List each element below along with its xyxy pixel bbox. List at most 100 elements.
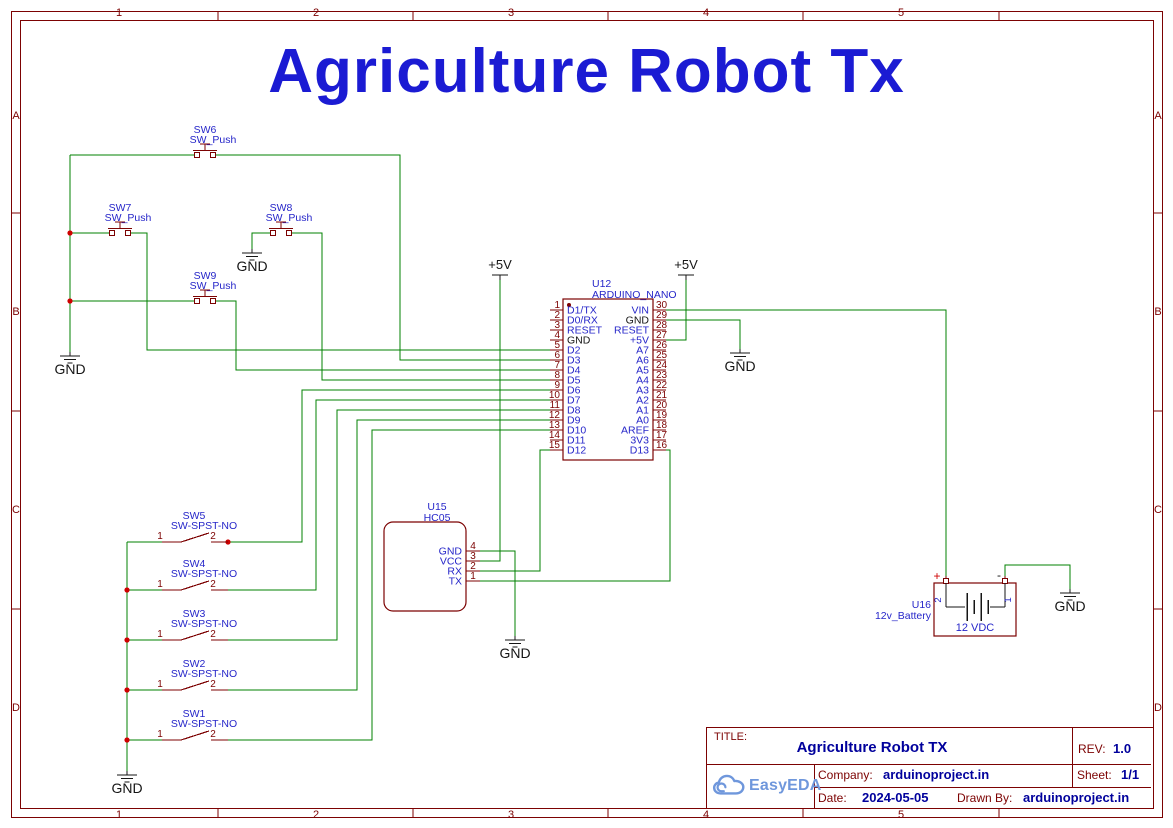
push-switch-contact — [286, 230, 292, 236]
pin-number: 22 — [656, 380, 668, 391]
wire — [666, 309, 947, 576]
sheet-grid-label: A — [1154, 110, 1162, 122]
pin-name: A7 — [636, 345, 649, 357]
sheet-grid-label: D — [12, 702, 20, 714]
date-value: 2024-05-05 — [862, 790, 929, 805]
easyeda-logo-text: EasyEDA — [749, 777, 822, 794]
pin-name: RESET — [614, 325, 650, 337]
title-block: TITLE: Agriculture Robot TX REV: 1.0 Com… — [706, 727, 1154, 809]
component-ref: SW6 — [194, 124, 217, 136]
component-value: SW-SPST-NO — [171, 618, 237, 630]
wire — [228, 429, 550, 741]
pin-name: D11 — [567, 435, 586, 447]
pin-number: 28 — [656, 320, 668, 331]
pin-number: 6 — [554, 350, 560, 361]
battery-rating: 12 VDC — [956, 622, 995, 634]
battery-minus-sign: - — [997, 568, 1001, 582]
pin-name: A5 — [636, 365, 649, 377]
pin-name: D8 — [567, 405, 581, 417]
title-value: Agriculture Robot TX — [796, 739, 948, 756]
pin-name: A3 — [636, 385, 649, 397]
pin-number: 12 — [549, 410, 561, 421]
pin-number: 2 — [554, 310, 560, 321]
wire — [480, 280, 501, 562]
spst-switch-blade — [180, 630, 210, 641]
title-label: TITLE: — [714, 731, 748, 743]
sheet-border-outer — [11, 11, 1163, 818]
drawn-by-value: arduinoproject.in — [1023, 790, 1130, 805]
sheet-grid-label: 3 — [507, 809, 515, 821]
battery-plus-sign: + — [933, 569, 940, 583]
spst-switch-blade — [180, 532, 210, 543]
pin-number: 2 — [210, 679, 216, 690]
sheet-grid-label: D — [1154, 702, 1162, 714]
sheet-grid-label: 1 — [115, 7, 123, 19]
component-ref: SW7 — [109, 202, 132, 214]
sheet-grid-label: A — [12, 110, 20, 122]
pin-number: 1 — [157, 729, 163, 740]
pin1-marker — [567, 303, 571, 307]
sheet-grid-label: 1 — [115, 809, 123, 821]
battery-pin-pad — [1002, 578, 1008, 584]
component-value: SW_Push — [190, 280, 237, 292]
gnd-label: GND — [724, 358, 755, 374]
arduino-symbol — [562, 298, 654, 461]
spst-switch-blade — [180, 580, 210, 591]
sheet-grid-label: C — [12, 504, 20, 516]
component-value: SW-SPST-NO — [171, 668, 237, 680]
wire — [480, 449, 671, 582]
pin-name: AREF — [621, 425, 649, 437]
pin-number: 18 — [656, 420, 668, 431]
junction-dot — [124, 737, 130, 743]
rev-value: 1.0 — [1113, 741, 1132, 756]
wire — [213, 154, 550, 361]
pin-name: D9 — [567, 415, 581, 427]
pin-name: TX — [449, 576, 462, 588]
pin-number: 11 — [550, 400, 561, 411]
pin-name: D10 — [567, 425, 586, 437]
wire — [213, 300, 550, 371]
pin-number: 4 — [554, 330, 560, 341]
sheet-grid-label: B — [1154, 306, 1162, 318]
junction-dot — [124, 637, 130, 643]
component-ref: SW4 — [183, 558, 206, 570]
pin-number: 1 — [157, 679, 163, 690]
gnd-label: GND — [54, 361, 85, 377]
pin-number: 1 — [157, 531, 163, 542]
component-ref: SW5 — [183, 510, 206, 522]
pin-number: 9 — [554, 380, 560, 391]
sheet-label: Sheet: — [1077, 768, 1112, 782]
company-value: arduinoproject.in — [883, 767, 990, 782]
pin-number: 2 — [210, 579, 216, 590]
pin-number: 20 — [656, 400, 668, 411]
pin-name: 3V3 — [630, 435, 649, 447]
component-ref: SW9 — [194, 270, 217, 282]
wire — [1004, 564, 1071, 589]
title-block-divider — [1072, 728, 1073, 787]
date-label: Date: — [818, 791, 847, 805]
battery-symbol — [933, 582, 1017, 637]
pin-number: 24 — [656, 360, 668, 371]
pin-name: A4 — [636, 375, 649, 387]
pin-number: 7 — [554, 360, 560, 371]
schematic-title: Agriculture Robot Tx — [268, 37, 905, 106]
pin-number: 29 — [656, 310, 668, 321]
junction-dot — [67, 298, 73, 304]
component-ref: SW3 — [183, 608, 206, 620]
pin-name: GND — [439, 546, 463, 558]
sheet-value: 1/1 — [1121, 767, 1140, 782]
junction-dot — [124, 687, 130, 693]
component-value: SW-SPST-NO — [171, 718, 237, 730]
push-switch-contact — [210, 298, 216, 304]
junction-dot — [124, 587, 130, 593]
pin-number: 17 — [656, 430, 668, 441]
pin-name: A6 — [636, 355, 649, 367]
pin-name: GND — [567, 335, 591, 347]
component-ref: SW1 — [183, 708, 206, 720]
pin-number: 23 — [656, 370, 668, 381]
sheet-grid-label: 4 — [702, 7, 710, 19]
pin-number: 25 — [656, 350, 668, 361]
pin-name: D3 — [567, 355, 581, 367]
